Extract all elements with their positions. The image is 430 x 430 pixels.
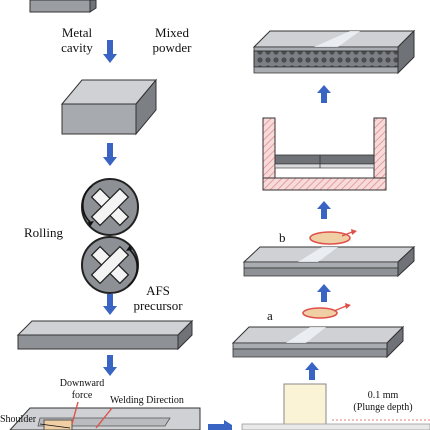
- arrow-up-4: [305, 362, 319, 380]
- roller-top: [82, 179, 139, 236]
- metal-cavity-label: Metal cavity: [52, 26, 102, 56]
- arrow-right: [208, 420, 232, 430]
- downward-force-label: Downward force: [52, 378, 112, 401]
- metal-block: [62, 80, 156, 134]
- arrow-up-2: [317, 201, 331, 219]
- heating-mold: [263, 118, 386, 190]
- afs-precursor-line-1: AFS: [126, 284, 190, 299]
- arrow-down-3: [103, 294, 117, 315]
- mixed-powder-line-2: powder: [144, 41, 200, 56]
- arrow-down-1: [103, 40, 117, 63]
- arrow-up-1: [317, 85, 331, 103]
- downward-force-line-1: Downward: [52, 378, 112, 390]
- plunge-depth-line-1: 0.1 mm: [342, 390, 424, 402]
- weld-step-b: [244, 229, 414, 276]
- plunge-depth-line-2: (Plunge depth): [342, 402, 424, 414]
- afs-precursor-plate: [18, 321, 192, 349]
- metal-cavity-line-2: cavity: [52, 41, 102, 56]
- weld-step-a: [233, 303, 403, 357]
- downward-force-line-2: force: [52, 390, 112, 402]
- mixed-powder-line-1: Mixed: [144, 26, 200, 41]
- mixed-powder-label: Mixed powder: [144, 26, 200, 56]
- afs-final-plate: [254, 31, 414, 73]
- plunge-depth-label: 0.1 mm (Plunge depth): [342, 390, 424, 413]
- welding-direction-label: Welding Direction: [110, 395, 184, 407]
- step-a-label: a: [267, 309, 273, 324]
- afs-precursor-line-2: precursor: [126, 299, 190, 314]
- arrow-down-4: [103, 355, 117, 376]
- afs-precursor-label: AFS precursor: [126, 284, 190, 314]
- shoulder-label: Shoulder: [0, 414, 36, 426]
- top-metal-box: [30, 0, 96, 12]
- metal-cavity-line-1: Metal: [52, 26, 102, 41]
- arrow-up-3: [317, 284, 331, 302]
- welding-plate: [10, 408, 200, 430]
- rolling-label: Rolling: [24, 226, 63, 241]
- arrow-down-2: [103, 143, 117, 166]
- step-b-label: b: [279, 231, 286, 246]
